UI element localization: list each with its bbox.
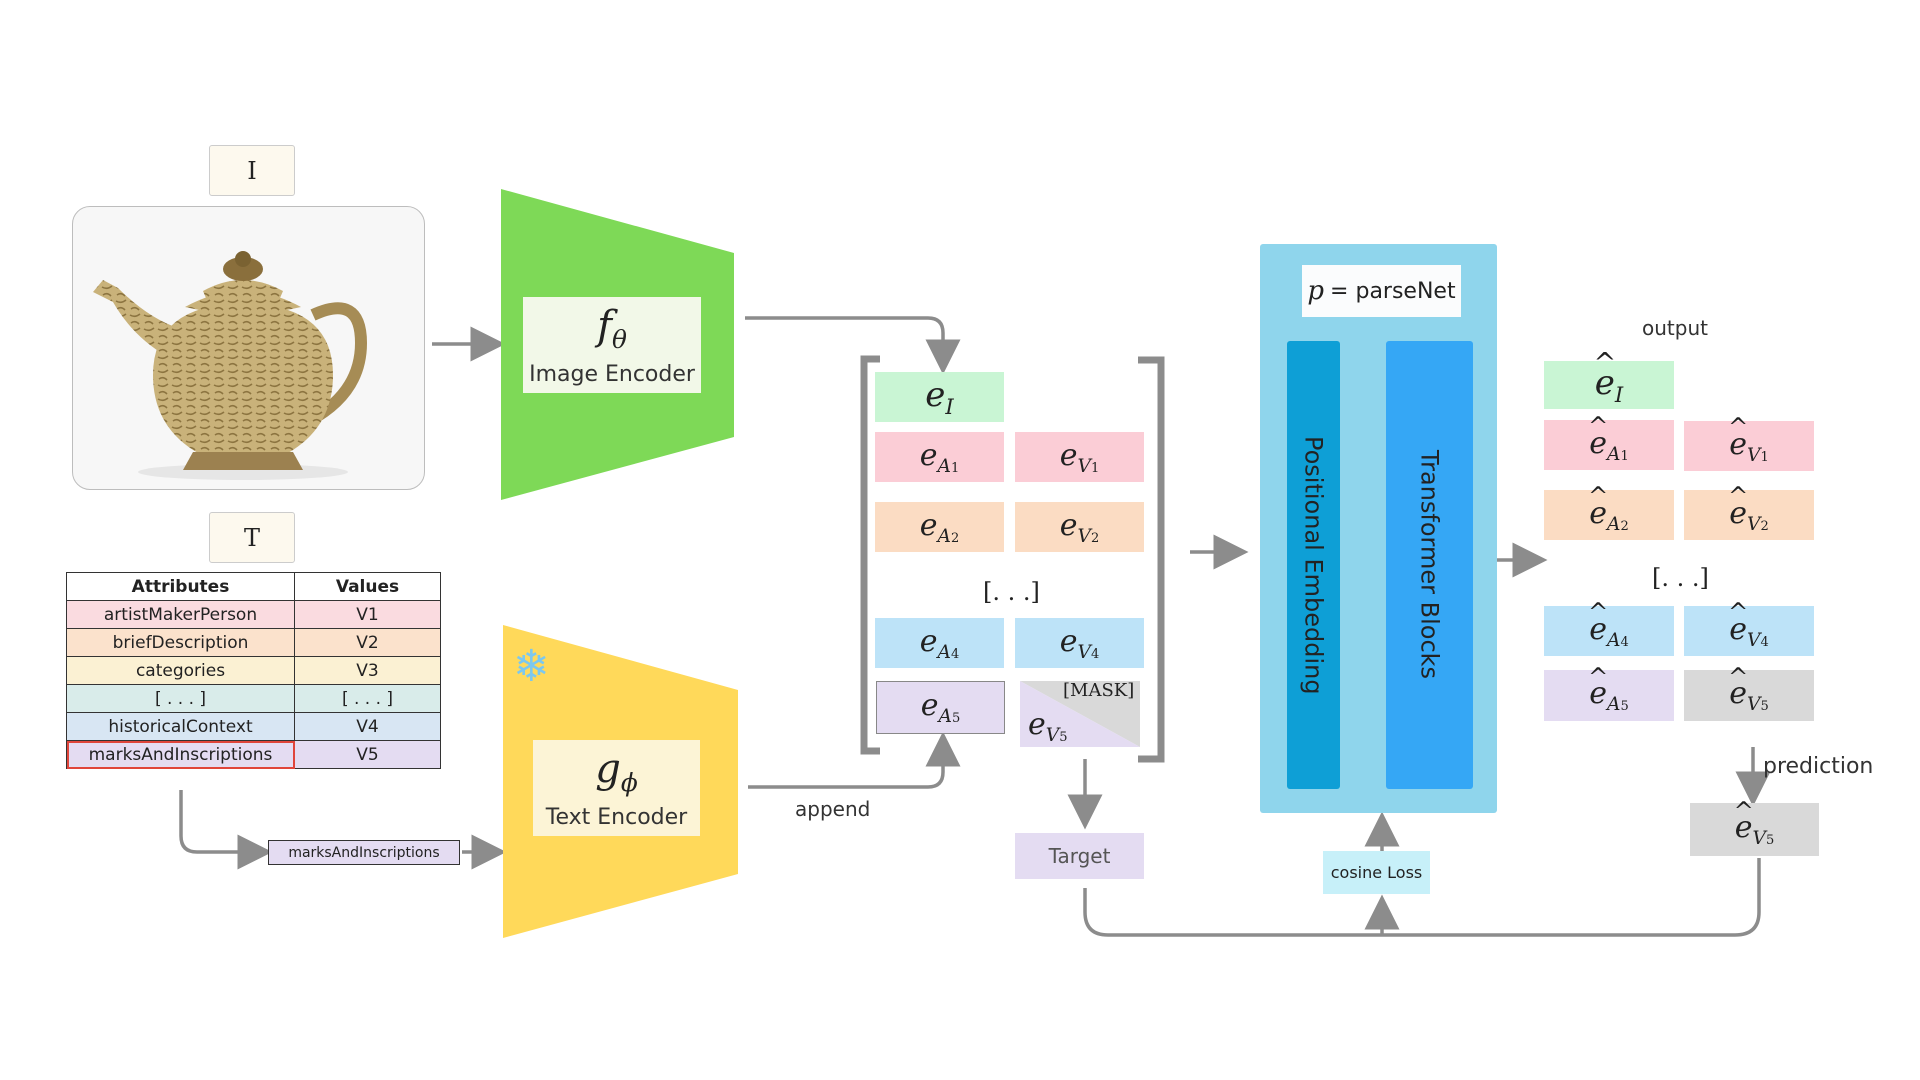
attribute-cell: briefDescription — [66, 628, 295, 657]
value-cell: V3 — [294, 656, 441, 685]
text-encoder-name: Text Encoder — [545, 804, 688, 830]
teapot-image — [72, 206, 425, 490]
arrow-table-to-tag — [179, 790, 273, 870]
output-token-e-value-2: eV2 — [1684, 490, 1814, 540]
transformer-blocks-bar: Transformer Blocks — [1386, 341, 1473, 789]
right-bracket — [1138, 356, 1165, 763]
output-token-e-value-4: eV4 — [1684, 606, 1814, 656]
attribute-cell: [ . . . ] — [66, 684, 295, 713]
prediction-label: prediction — [1763, 754, 1874, 779]
text-encoder-symbol: g — [595, 745, 621, 792]
snowflake-icon: ❄ — [513, 641, 550, 692]
sequence-ellipsis: [. . .] — [983, 578, 1040, 606]
output-token-e-attr-4: eA4 — [1544, 606, 1674, 656]
table-row: categories V3 — [66, 656, 441, 685]
token-e-value-5-masked: [MASK] eV5 — [1028, 680, 1135, 746]
output-token-e-value-1: eV1 — [1684, 421, 1814, 471]
token-e-attr-2: eA2 — [875, 502, 1004, 552]
attribute-cell: historicalContext — [66, 712, 295, 741]
value-cell: V4 — [294, 712, 441, 741]
table-header-attributes: Attributes — [66, 572, 295, 601]
left-bracket — [860, 355, 880, 755]
attribute-table: Attributes Values artistMakerPerson V1 b… — [66, 572, 441, 769]
image-encoder-name: Image Encoder — [529, 361, 695, 387]
token-e-value-4: eV4 — [1015, 618, 1144, 668]
table-row: marksAndInscriptions V5 — [66, 740, 441, 769]
positional-embedding-bar: Positional Embedding — [1287, 341, 1340, 789]
text-label: T — [209, 512, 295, 563]
image-label: I — [209, 145, 295, 196]
query-attribute-tag: marksAndInscriptions — [268, 840, 460, 865]
arrow-encoder-to-ei — [745, 316, 961, 375]
attribute-cell: artistMakerPerson — [66, 600, 295, 629]
value-cell: V1 — [294, 600, 441, 629]
loss-loop — [1083, 858, 1761, 937]
token-e-attr-5: eA5 — [876, 681, 1005, 734]
output-title: output — [1642, 316, 1708, 340]
parsenet-title: p= parseNet — [1302, 265, 1461, 317]
output-token-e-attr-1: eA1 — [1544, 420, 1674, 470]
output-token-e-attr-5: eA5 — [1544, 670, 1674, 721]
token-e-attr-4: eA4 — [875, 618, 1004, 668]
append-label: append — [795, 797, 871, 821]
value-cell: V2 — [294, 628, 441, 657]
token-e-attr-1: eA1 — [875, 432, 1004, 482]
text-encoder-label: gϕ Text Encoder — [533, 740, 700, 836]
value-cell: [ . . . ] — [294, 684, 441, 713]
token-e-image: eI — [875, 372, 1004, 422]
attribute-cell-highlighted: marksAndInscriptions — [66, 740, 295, 769]
cosine-loss-box: cosine Loss — [1323, 851, 1430, 894]
table-row: historicalContext V4 — [66, 712, 441, 741]
target-box: Target — [1015, 833, 1144, 879]
output-ellipsis: [. . .] — [1652, 564, 1709, 592]
image-encoder-symbol: f — [597, 302, 612, 349]
arrow-append — [748, 731, 961, 789]
mask-label: [MASK] — [1063, 680, 1135, 701]
token-e-value-2: eV2 — [1015, 502, 1144, 552]
attribute-cell: categories — [66, 656, 295, 685]
output-token-e-image: eI — [1544, 361, 1674, 409]
table-row: briefDescription V2 — [66, 628, 441, 657]
value-cell: V5 — [294, 740, 441, 769]
predicted-e-value-5: eV5 — [1690, 803, 1819, 856]
table-row: artistMakerPerson V1 — [66, 600, 441, 629]
table-header-values: Values — [294, 572, 441, 601]
token-e-value-1: eV1 — [1015, 432, 1144, 482]
image-encoder-label: fθ Image Encoder — [523, 297, 701, 393]
table-row: [ . . . ] [ . . . ] — [66, 684, 441, 713]
output-token-e-value-5: eV5 — [1684, 670, 1814, 721]
output-token-e-attr-2: eA2 — [1544, 490, 1674, 540]
